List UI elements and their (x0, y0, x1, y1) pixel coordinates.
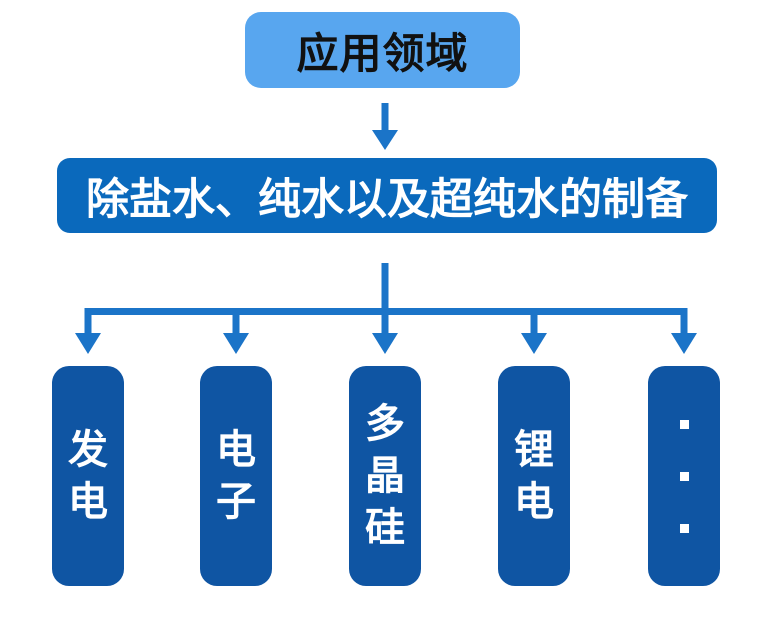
branch-box-polysilicon: 多晶硅 (349, 366, 421, 586)
title-box: 应用领域 (245, 12, 520, 88)
main-box: 除盐水、纯水以及超纯水的制备 (57, 158, 717, 233)
branch-label: 电子 (216, 428, 256, 524)
branch-box-power-generation: 发电 (52, 366, 124, 586)
vertical-ellipsis-icon (679, 419, 689, 533)
main-box-label: 除盐水、纯水以及超纯水的制备 (86, 175, 688, 224)
branch-box-lithium-battery: 锂电 (498, 366, 570, 586)
branch-box-ellipsis (648, 366, 720, 586)
title-box-label: 应用领域 (296, 29, 469, 77)
branch-label: 锂电 (514, 428, 554, 524)
arrow-tree-main-to-branches (75, 263, 697, 354)
branch-label: 发电 (68, 428, 108, 524)
arrow-title-to-main (372, 103, 398, 150)
branch-label: 多晶硅 (365, 402, 405, 550)
branch-box-electronics: 电子 (200, 366, 272, 586)
